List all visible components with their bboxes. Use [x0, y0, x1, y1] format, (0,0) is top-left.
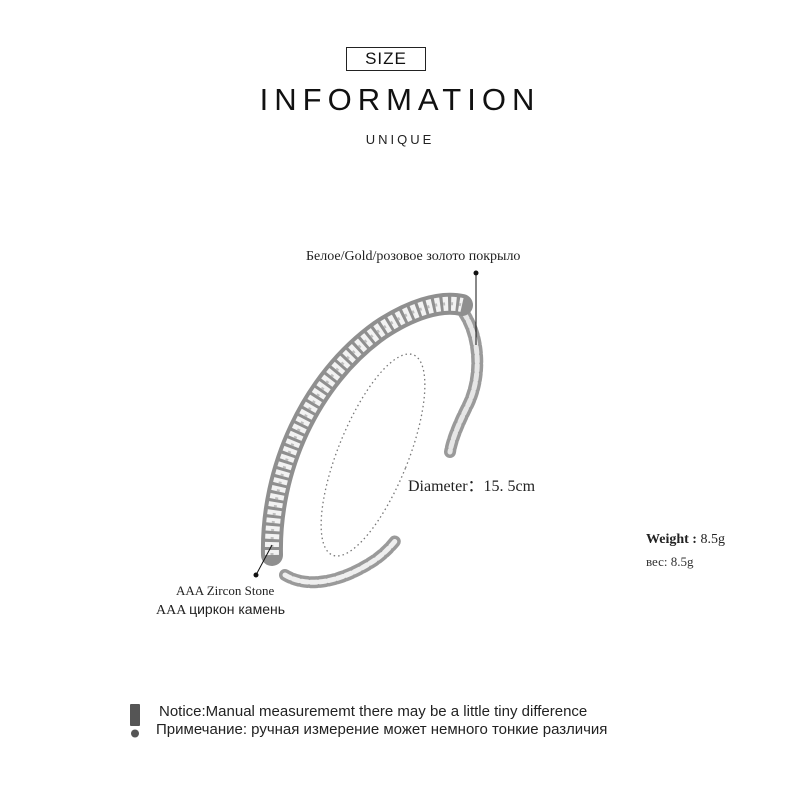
page-title: INFORMATION [259, 82, 541, 117]
weight-ru-value: 8.5g [670, 554, 694, 569]
weight-label-text: Weight : [646, 532, 697, 547]
size-label: SIZE [365, 49, 407, 68]
size-label-box: SIZE [346, 47, 426, 71]
bracelet-tail-right [444, 294, 484, 458]
stone-ru-prefix: AAA [156, 603, 186, 618]
stone-ru-text: циркон камень [189, 601, 286, 617]
stone-label-ru: AAA циркон камень [156, 601, 285, 619]
stone-pointer-dot [253, 572, 259, 578]
weight-value: 8.5g [700, 532, 725, 547]
diameter-guide [320, 353, 426, 557]
weight-ru-label: вес: 8.5g [646, 554, 694, 570]
bracelet-stones [264, 296, 464, 556]
diameter-label-text: Diameter [408, 478, 468, 495]
exclamation-icon [130, 704, 140, 738]
notice-line-en: Notice:Manual measurememt there may be a… [159, 703, 588, 720]
page-subtitle: UNIQUE [365, 132, 435, 147]
stone-pointer-line [255, 544, 273, 576]
weight-label: Weight : 8.5g [646, 532, 725, 548]
notice: Notice:Manual measurememt there may be a… [128, 703, 607, 739]
diameter-label: Diameter：15. 5cm [408, 478, 536, 495]
stone-label-en: AAA Zircon Stone [176, 583, 275, 598]
weight-ru-label-text: вес: [646, 554, 668, 569]
notice-line-ru: Примечание: ручная измерение может немно… [156, 721, 608, 738]
diameter-value: 15. 5cm [483, 478, 536, 495]
plating-label: Белое/Gold/розовое золото покрыло [306, 249, 521, 264]
